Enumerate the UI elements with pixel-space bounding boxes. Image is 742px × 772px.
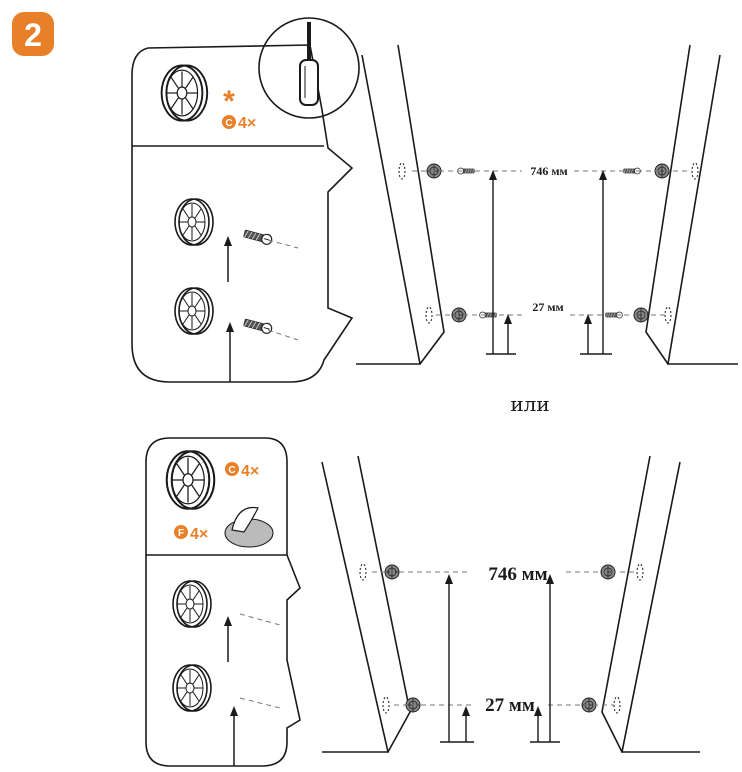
part1-qty: 4×	[241, 463, 259, 480]
part-letter: C	[225, 118, 232, 129]
bottom-width-dim: 746 мм	[488, 564, 547, 585]
top-frame-drawing	[356, 44, 738, 365]
part-c-label-bottom: C 4×	[225, 462, 259, 480]
part1-letter: C	[228, 465, 235, 476]
bottom-wheel-assembly-2	[172, 664, 281, 766]
top-parts-panel	[131, 44, 354, 383]
adhesive-pad-icon	[224, 506, 274, 548]
step-badge: 2	[12, 12, 54, 56]
part2-letter: F	[178, 528, 184, 539]
top-wheel-assembly-1	[174, 198, 299, 283]
step-number: 2	[24, 17, 42, 53]
bottom-wheel-assembly-1	[172, 580, 281, 663]
part-qty: 4×	[238, 115, 256, 132]
asterisk-mark: *	[223, 85, 235, 118]
part-c-label: C 4×	[222, 115, 256, 132]
top-wheel-assembly-2	[174, 287, 299, 382]
wheel-part-icon	[160, 64, 209, 122]
bottom-frame-drawing	[321, 455, 700, 753]
top-offset-dim: 27 мм	[532, 300, 563, 314]
bottom-wheel-part-icon	[165, 450, 216, 510]
top-width-dim: 746 мм	[530, 164, 567, 178]
screwdriver-icon	[258, 17, 360, 119]
bottom-parts-panel	[145, 437, 301, 767]
bottom-offset-dim: 27 мм	[485, 695, 535, 716]
or-separator: или	[510, 392, 549, 416]
part2-qty: 4×	[190, 526, 208, 543]
part-f-label: F 4×	[174, 525, 208, 543]
